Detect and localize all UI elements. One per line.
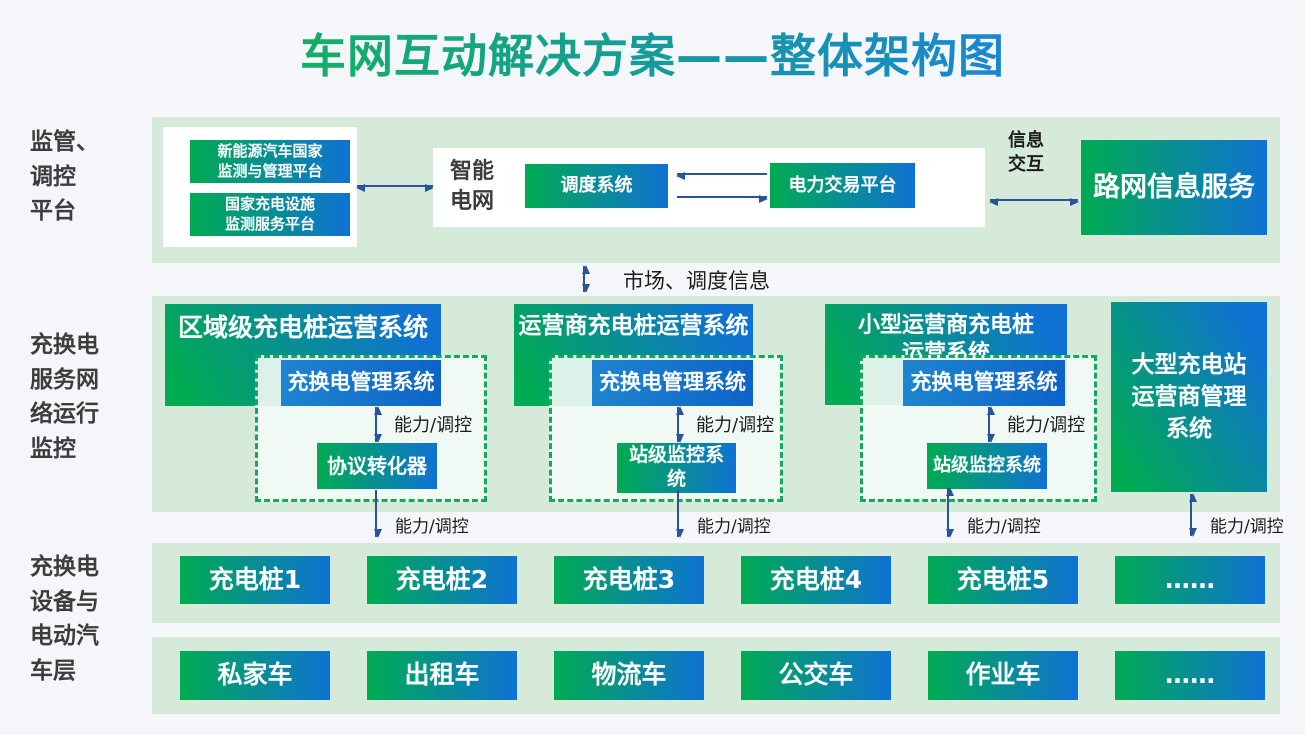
downlink-arrow-4-icon [1189,493,1197,537]
info-exchange-label: 信息 交互 [1008,130,1044,176]
group2-station-monitor-system: 站级监控系 统 [617,443,736,493]
chip-charging-pile-3: 充电桩3 [554,556,704,604]
layer-label-regulation: 监管、 调控 平台 [30,129,99,224]
group3-capability-label: 能力/调控 [1007,415,1086,436]
chip-national-charging-facility-platform: 国家充电设施 监测服务平台 [190,193,350,236]
chip-dispatch-system: 调度系统 [525,164,668,208]
chip-bus: 公交车 [741,651,891,700]
band-vehicles [152,637,1280,714]
chip-work-vehicle: 作业车 [928,651,1078,700]
group3-mgmt-system: 充换电管理系统 [903,360,1065,406]
downlink-label-2: 能力/调控 [697,517,771,537]
chip-charging-pile-more: …… [1115,556,1265,604]
page-title: 车网互动解决方案——整体架构图 [0,20,1305,86]
layer-label-equipment-ev: 充换电 设备与 电动汽 车层 [30,554,99,684]
chip-charging-pile-4: 充电桩4 [741,556,891,604]
chip-charging-pile-2: 充电桩2 [367,556,517,604]
group2-capability-label: 能力/调控 [696,415,775,436]
arrow-market-dispatch-icon [582,265,590,293]
national-platforms-panel: 新能源汽车国家 监测与管理平台 国家充电设施 监测服务平台 [163,127,357,247]
chip-vehicle-more: …… [1115,651,1265,700]
group3-station-monitor-system: 站级监控系统 [927,443,1047,489]
charging-pile-row: 充电桩1 充电桩2 充电桩3 充电桩4 充电桩5 …… [180,556,1265,604]
chip-taxi: 出租车 [367,651,517,700]
chip-road-network-service: 路网信息服务 [1081,140,1267,235]
arrow-trading-to-dispatch-icon [676,172,767,180]
arrow-grid-roadnetwork-icon [989,198,1079,206]
large-station-operator-box: 大型充电站 运营商管理 系统 [1111,302,1267,492]
market-dispatch-label: 市场、调度信息 [623,269,770,293]
arrow-platforms-smartgrid-icon [356,184,434,192]
downlink-arrow-1-icon [374,490,382,538]
band-charging-piles [152,543,1280,623]
chip-power-trading-platform: 电力交易平台 [770,163,915,208]
smart-grid-label: 智能 电网 [450,159,495,214]
group1-protocol-converter: 协议转化器 [317,443,437,489]
smart-grid-panel: 智能 电网 调度系统 电力交易平台 [433,148,985,227]
arrow-dispatch-to-trading-icon [677,195,768,203]
group1-mgmt-system: 充换电管理系统 [281,360,441,406]
chip-charging-pile-1: 充电桩1 [180,556,330,604]
chip-private-car: 私家车 [180,651,330,700]
chip-nev-national-monitor-platform: 新能源汽车国家 监测与管理平台 [190,140,350,183]
chip-charging-pile-5: 充电桩5 [928,556,1078,604]
downlink-label-1: 能力/调控 [395,517,469,537]
downlink-label-4: 能力/调控 [1210,517,1284,537]
layer-label-network-monitor: 充换电 服务网 络运行 监控 [30,332,99,462]
group3-capability-arrow-icon [987,406,995,443]
group1-capability-arrow-icon [374,406,382,443]
downlink-label-3: 能力/调控 [967,517,1041,537]
group2-mgmt-system: 充换电管理系统 [592,360,753,406]
group2-capability-arrow-icon [676,406,684,443]
downlink-arrow-2-icon [676,490,684,538]
downlink-arrow-3-icon [946,487,954,538]
chip-logistics-vehicle: 物流车 [554,651,704,700]
group1-capability-label: 能力/调控 [394,415,473,436]
vehicle-row: 私家车 出租车 物流车 公交车 作业车 …… [180,651,1265,700]
